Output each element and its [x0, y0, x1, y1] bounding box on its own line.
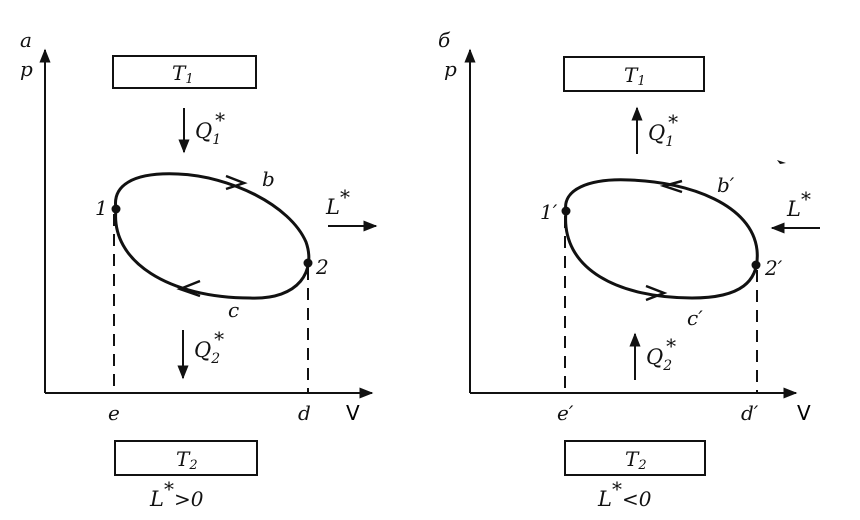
panel-b-label: б — [438, 28, 451, 52]
right-point-2-label: 2′ — [764, 256, 783, 280]
right-cycle-arrow-bottom — [645, 284, 668, 302]
left-point-1 — [111, 204, 121, 214]
left-foot-e-label: e — [108, 401, 120, 425]
right-hot-reservoir-box — [563, 56, 705, 92]
left-heat-in-label: Q1* — [195, 108, 225, 148]
left-cold-reservoir-box — [114, 440, 258, 476]
right-cold-reservoir-box — [564, 440, 706, 476]
left-cycle-arrow-top — [225, 174, 248, 191]
right-arc-c-label: c′ — [687, 306, 703, 330]
panel-a-label: а — [20, 28, 32, 52]
left-point-1-label: 1 — [95, 196, 108, 220]
right-heat-in-label: Q1* — [648, 110, 678, 150]
right-heat-out-label: Q2* — [646, 334, 676, 374]
left-cold-reservoir-label: T2 — [176, 447, 198, 473]
right-cold-reservoir-label: T2 — [625, 447, 647, 473]
right-point-2 — [751, 260, 761, 270]
left-arc-b-label: b — [262, 167, 275, 191]
right-work-label: L* — [786, 187, 811, 221]
right-cycle-path — [564, 178, 759, 300]
left-hot-reservoir-box — [112, 55, 257, 89]
right-x-axis-label: V — [797, 401, 811, 425]
right-cycle-arrow-top — [659, 179, 683, 194]
left-y-axis-label: p — [20, 57, 33, 81]
left-arc-c-label: c — [228, 298, 239, 322]
right-y-axis-label: p — [444, 57, 457, 81]
right-foot-e-label: e′ — [557, 401, 574, 425]
panel-b: б p V T1 Q1* 1′ 2′ b′ c′ e′ d′ L* — [438, 28, 820, 511]
panel-a: а p V T1 Q1* 1 2 b c e d L* Q2* — [20, 28, 378, 511]
right-point-1-label: 1′ — [540, 200, 558, 224]
right-arc-b-label: b′ — [717, 173, 735, 197]
stray-mark — [777, 160, 786, 164]
left-x-axis-label: V — [346, 401, 360, 425]
left-foot-d-label: d — [298, 401, 311, 425]
right-point-1 — [561, 206, 571, 216]
left-condition-label: L*>0 — [149, 477, 204, 511]
left-hot-reservoir-label: T1 — [172, 61, 194, 87]
left-point-2 — [303, 258, 313, 268]
left-heat-out-label: Q2* — [194, 327, 224, 367]
left-work-label: L* — [325, 185, 350, 219]
left-cycle-arrow-bottom — [176, 279, 201, 298]
left-cycle-path — [114, 172, 311, 300]
right-condition-label: L*<0 — [597, 477, 652, 511]
left-point-2-label: 2 — [315, 255, 329, 279]
right-hot-reservoir-label: T1 — [624, 63, 646, 89]
right-foot-d-label: d′ — [741, 401, 759, 425]
